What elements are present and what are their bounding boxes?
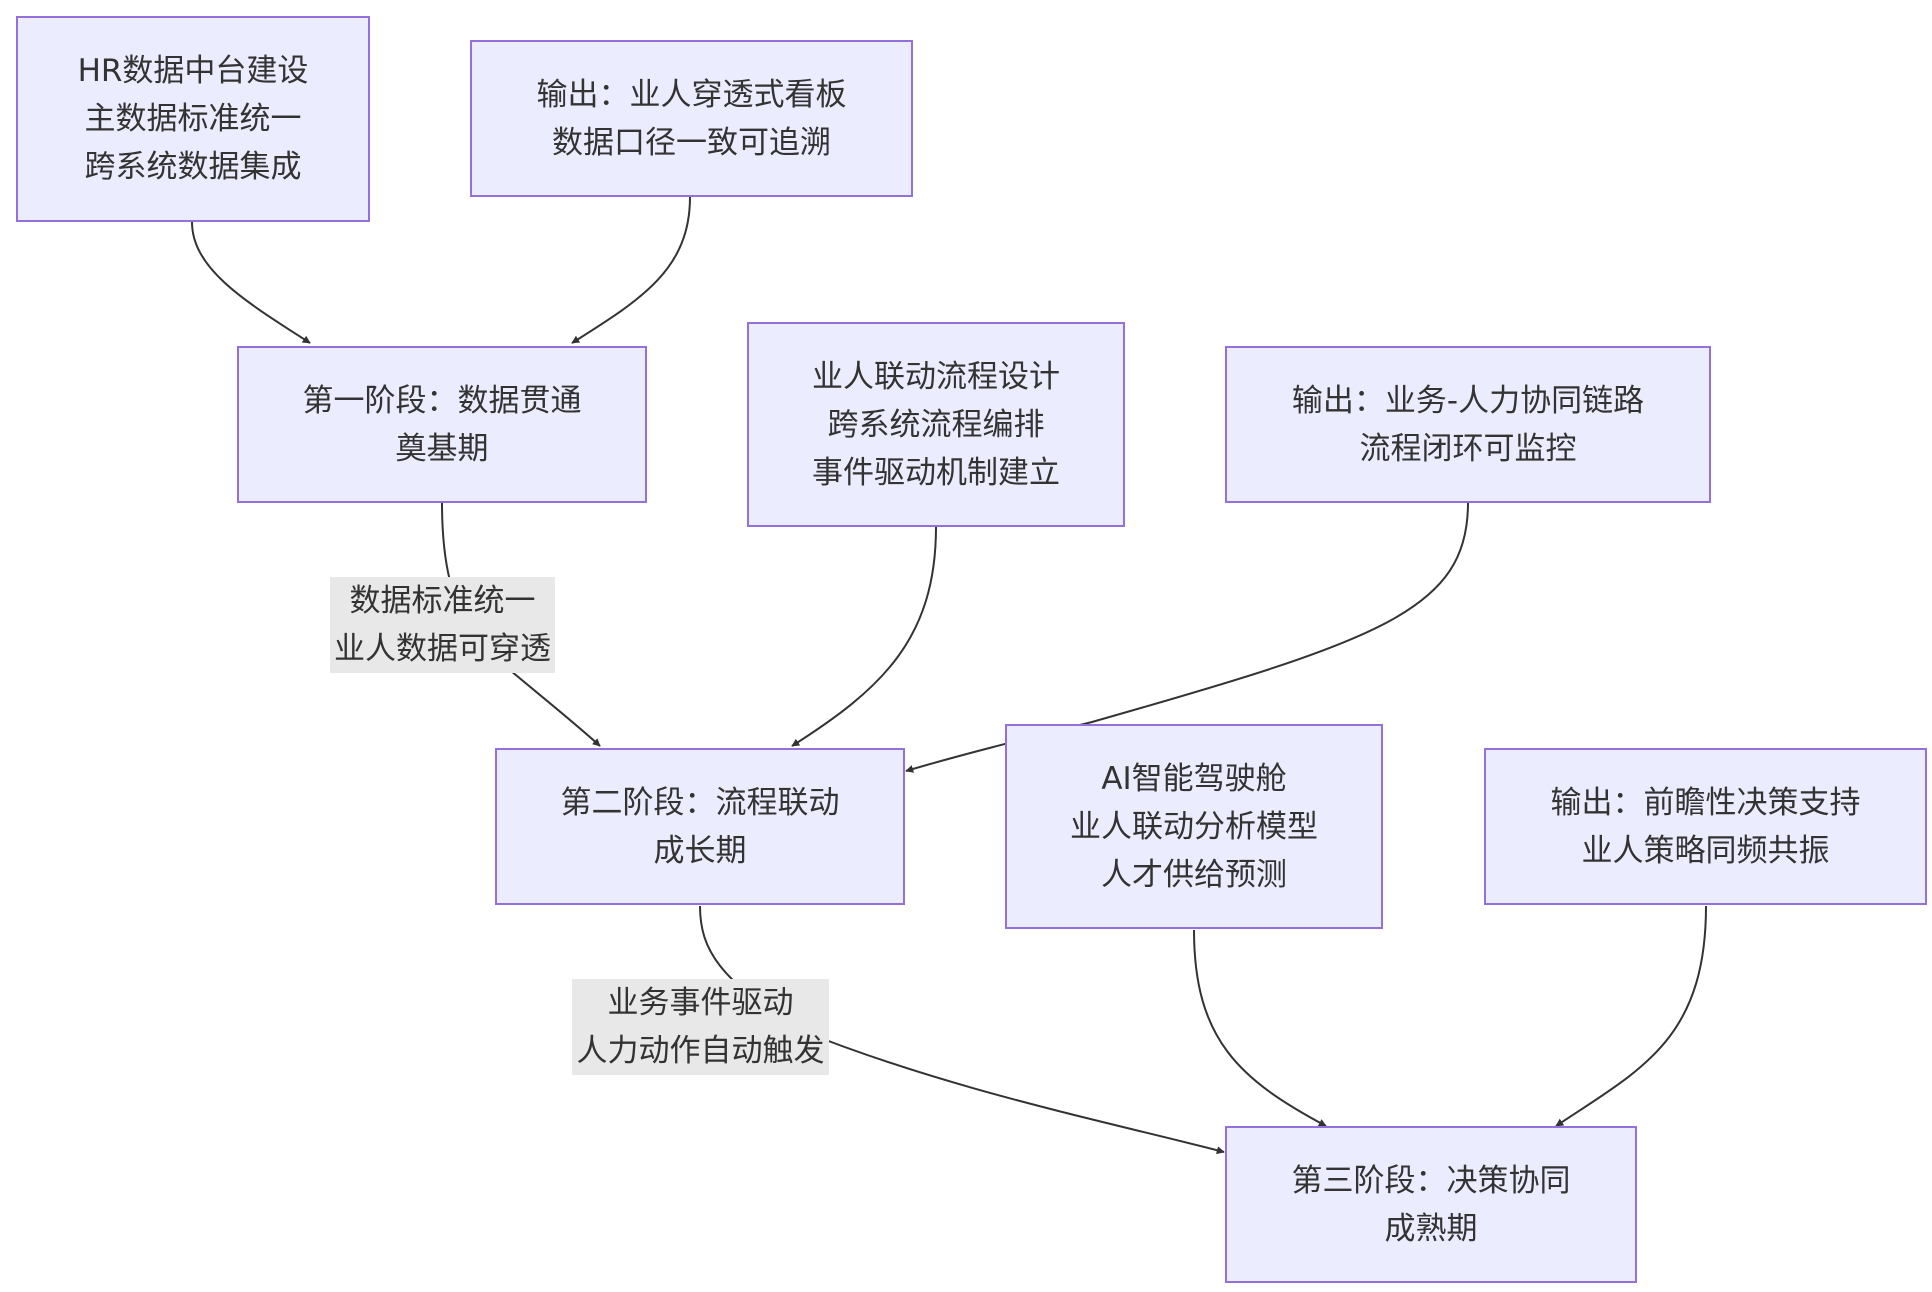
node-hr-data-platform: HR数据中台建设 主数据标准统一 跨系统数据集成 xyxy=(16,16,370,222)
node-line: 输出：业务-人力协同链路 xyxy=(1291,382,1645,419)
edge-stage2-to-stage3 xyxy=(699,905,1225,1155)
node-line: 流程闭环可监控 xyxy=(1359,430,1577,467)
node-line: 成熟期 xyxy=(1384,1210,1478,1247)
edge-hr-platform-to-stage1 xyxy=(191,221,311,344)
node-line: 事件驱动机制建立 xyxy=(812,454,1060,491)
node-line: 成长期 xyxy=(653,832,747,869)
node-output-chain: 输出：业务-人力协同链路 流程闭环可监控 xyxy=(1225,346,1711,503)
edge-dashboard-to-stage1 xyxy=(571,196,691,344)
node-line: 业人联动流程设计 xyxy=(812,358,1060,395)
node-stage1: 第一阶段：数据贯通 奠基期 xyxy=(237,346,647,503)
edge-linkage-to-stage2 xyxy=(791,526,937,747)
node-output-decision: 输出：前瞻性决策支持 业人策略同频共振 xyxy=(1484,748,1927,905)
node-line: 第二阶段：流程联动 xyxy=(560,784,840,821)
node-line: 输出：前瞻性决策支持 xyxy=(1550,784,1861,821)
node-line: AI智能驾驶舱 xyxy=(1101,760,1287,797)
node-line: 第三阶段：决策协同 xyxy=(1291,1162,1571,1199)
node-line: 第一阶段：数据贯通 xyxy=(302,382,582,419)
node-line: HR数据中台建设 xyxy=(77,53,309,89)
node-ai-cockpit: AI智能驾驶舱 业人联动分析模型 人才供给预测 xyxy=(1005,724,1383,929)
node-stage3: 第三阶段：决策协同 成熟期 xyxy=(1225,1126,1637,1283)
node-line: 人才供给预测 xyxy=(1101,856,1287,893)
edge-label-stage1-to-stage2: 数据标准统一 业人数据可穿透 xyxy=(330,577,555,673)
node-line: 奠基期 xyxy=(395,430,489,467)
edge-ai-to-stage3 xyxy=(1193,929,1327,1127)
node-stage2: 第二阶段：流程联动 成长期 xyxy=(495,748,905,905)
edge-label-line: 数据标准统一 xyxy=(349,583,536,619)
edge-decision-to-stage3 xyxy=(1555,905,1707,1127)
edge-label-line: 业务事件驱动 xyxy=(607,985,794,1021)
node-line: 业人联动分析模型 xyxy=(1070,808,1318,845)
node-line: 主数据标准统一 xyxy=(84,101,302,137)
node-line: 跨系统数据集成 xyxy=(84,149,302,185)
node-line: 数据口径一致可追溯 xyxy=(552,124,831,161)
edge-chain-to-stage2 xyxy=(905,502,1469,773)
node-output-dashboard: 输出：业人穿透式看板 数据口径一致可追溯 xyxy=(470,40,913,197)
edge-label-stage2-to-stage3: 业务事件驱动 人力动作自动触发 xyxy=(572,979,829,1075)
node-line: 跨系统流程编排 xyxy=(827,406,1045,443)
edge-label-line: 业人数据可穿透 xyxy=(334,631,551,667)
node-line: 输出：业人穿透式看板 xyxy=(536,76,847,113)
node-line: 业人策略同频共振 xyxy=(1581,832,1830,869)
edge-label-line: 人力动作自动触发 xyxy=(576,1033,825,1069)
node-linkage-design: 业人联动流程设计 跨系统流程编排 事件驱动机制建立 xyxy=(747,322,1125,527)
